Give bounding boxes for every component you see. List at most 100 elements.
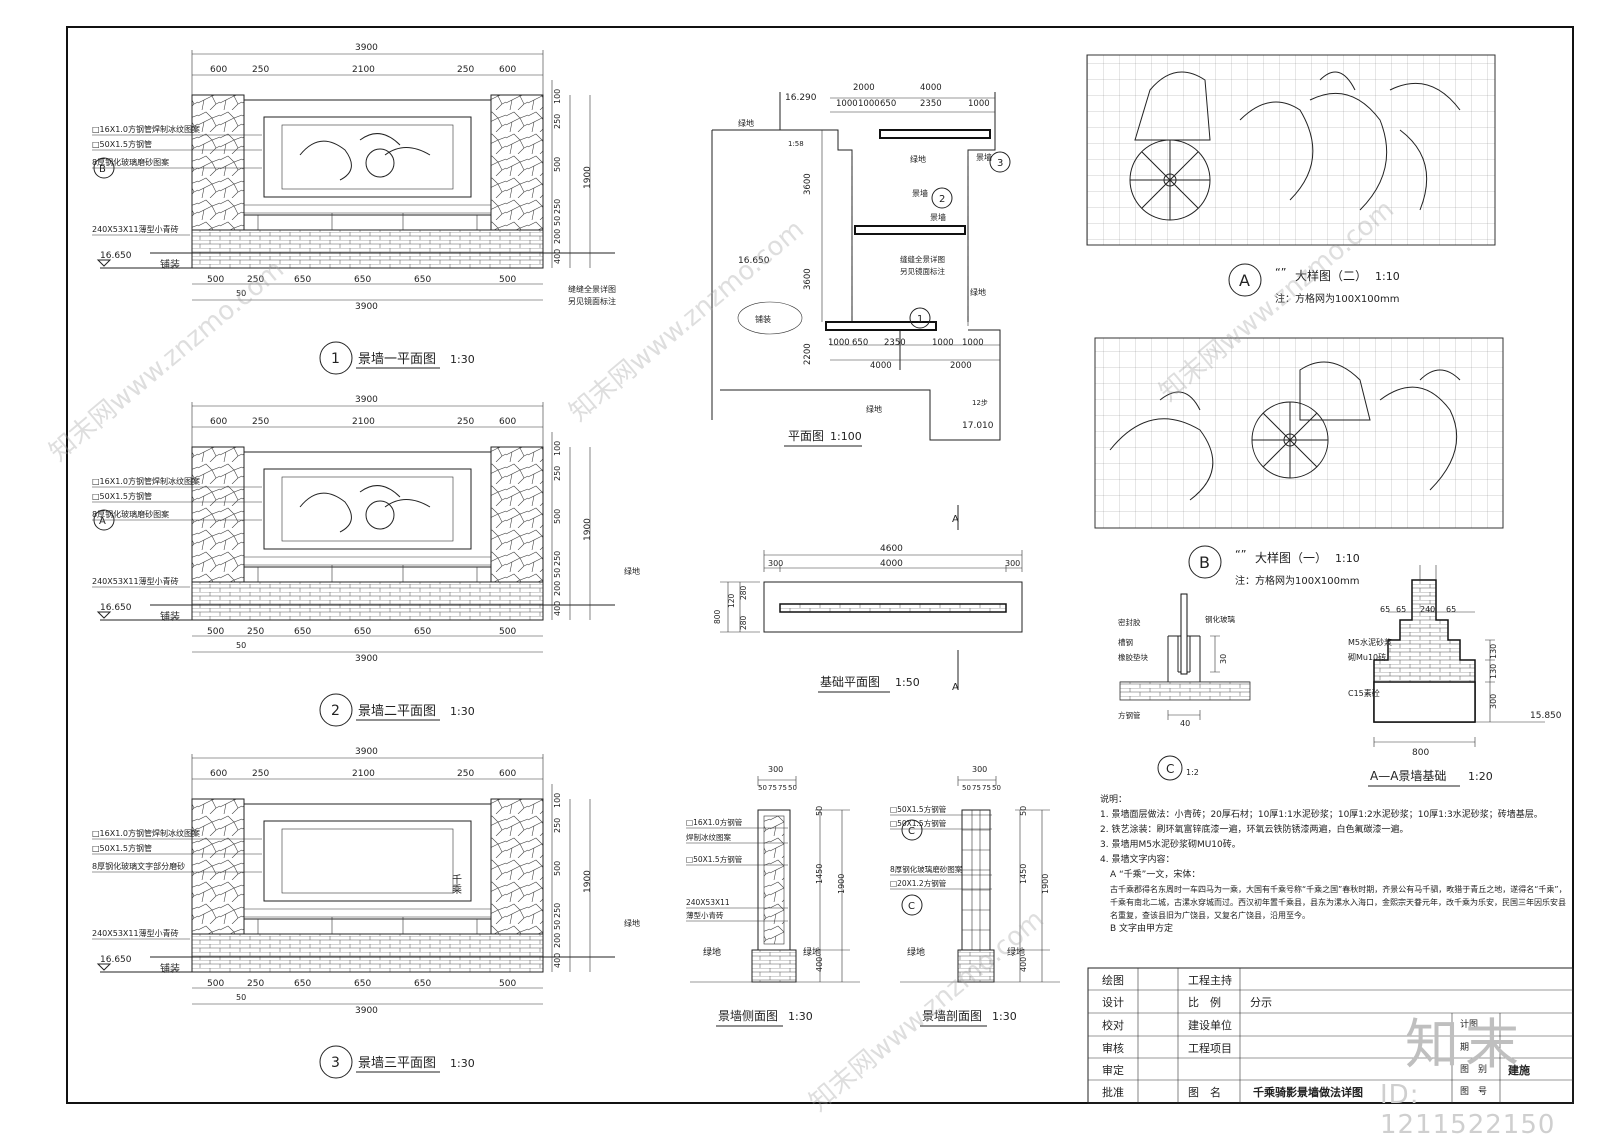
detail-c-label: 方钢管 [1118,710,1141,720]
section-view-height: 50 [1019,806,1028,816]
detail-b-grid: B“”大样图（一）1:10注：方格网为100X100mm [1094,337,1504,587]
level-triangle [96,963,112,971]
tb-row6-key: 批准 [1102,1086,1124,1099]
plan-detail-note: 缝缝全景详图 [900,254,945,264]
section-view-dim-part: 50 [962,784,971,792]
fp-dim-side: 120 [727,593,736,608]
dim-bottom-part: 500 [499,979,516,989]
fs-dim-side: 300 [1489,694,1498,709]
fs-title: A—A景墙基础 [1370,769,1446,783]
level-triangle [96,259,112,267]
plan-dim-side: 2200 [803,343,813,365]
dim-bottom-part: 500 [207,979,224,989]
fs-dim-top: 240 [1420,605,1435,614]
material-label: 8厚钢化玻璃磨砂图案 [92,157,169,167]
side-view-scale: 1:30 [788,1010,813,1023]
plan-small-dim: 1:58 [788,140,804,148]
dim-top-part: 250 [457,65,474,75]
plan-area-label: 绿地 [738,118,754,128]
right-note: 绿地 [624,918,640,928]
foundation-outline [763,581,1023,633]
ground-line [100,956,615,973]
fp-dim-side: 280 [739,585,748,600]
dim-line-bottom [192,283,543,301]
dim-top-total: 3900 [355,747,378,757]
section-view-mark-circle [901,819,923,841]
dim-bottom-part: 650 [294,275,311,285]
section-view-material-label: 8厚钢化玻璃磨砂图案 [890,864,963,874]
detail-a-scale: 1:10 [1375,270,1400,283]
dim-right-height: 100 [553,89,562,104]
side-view-ground-left: 绿地 [703,946,721,958]
section-mark [93,157,115,179]
tb-row2-key2: 比 例 [1188,996,1221,1009]
plan-dim-bottom: 1000 [962,338,984,348]
section-view-mark-letter: C [908,901,915,912]
frame-rails [244,556,491,582]
detail-c-label: 橡胶垫块 [1118,652,1148,662]
dim-top-total: 3900 [355,395,378,405]
tb-extra-4: 建施 [1508,1064,1530,1077]
frame-outer [243,99,492,216]
dim-bottom-part: 650 [294,979,311,989]
dim-top-part: 600 [210,65,227,75]
frame-rails [244,908,491,934]
dim-bottom-part: 650 [354,275,371,285]
brick-base [191,581,544,621]
section-view-ground-left: 绿地 [907,946,925,958]
dim-bottom-part: 500 [499,275,516,285]
tb-extra-5: 图 号 [1460,1087,1488,1097]
title-number: 1 [331,351,340,367]
plan-callout-number: 2 [939,194,945,205]
side-view-material-label: 薄型小青砖 [686,910,724,920]
plan-callout-circle [931,187,953,209]
section-view-dim-part: 50 [992,784,1001,792]
section-view-dim-total: 300 [972,765,987,774]
paving-label: 铺装 [160,258,180,271]
level-mark: 16.650 [100,603,132,613]
stone-pier-right [490,94,544,231]
detail-b-circle [1188,545,1222,579]
fs-dim-side: 130 [1489,644,1498,659]
fp-title: 基础平面图 [820,675,880,689]
elevation-title: 景墙一平面图 [358,352,436,367]
tb-row1-key2: 工程主持 [1188,974,1232,987]
dim-right-height: 500 [553,861,562,876]
stone-pier-right [490,798,544,935]
frame-outer [243,451,492,568]
plan-dim-top: 2000 [853,83,875,93]
fs-dim-bottom: 800 [1412,748,1429,758]
material-label: 8厚钢化玻璃磨砂图案 [92,509,169,519]
plan-dim-top: 650 [880,99,896,109]
material-label: □50X1.5方钢管 [92,491,152,501]
detail-c-label: 槽钢 [1118,637,1133,647]
section-view-dim-part: 75 [972,784,981,792]
tb-extra-2: 期 [1460,1043,1470,1053]
side-view-dim-part: 50 [788,784,797,792]
plan-callout-number: 3 [997,158,1003,169]
plan-callout-circle [909,307,931,329]
level-mark: 16.650 [100,955,132,965]
plan-callout-number: 1 [917,314,923,325]
right-note: 另见镜面标注 [568,296,616,306]
detail-a-quote: “” [1275,266,1286,279]
plan-dim-bottom: 1000 [932,338,954,348]
plan-area-label: 景墙 [930,212,946,222]
title-block: 绘图 工程主持 设计 比 例 分示 校对 建设单位 审核 工程项目 审定 批准 … [1088,968,1573,1100]
section-mark [93,509,115,531]
section-view-height: 1450 [1019,864,1028,884]
wall-bar-2 [854,225,966,235]
fp-dim-side: 280 [739,615,748,630]
dim-top-part: 2100 [352,65,375,75]
side-view-dim-part: 75 [778,784,787,792]
dim-line-bottom [192,635,543,653]
fp-dim-mid: 4000 [880,559,903,569]
dim-right-total: 1900 [583,166,593,189]
dim-bottom-part: 250 [247,979,264,989]
material-label: □16X1.0方钢管焊制冰纹图案 [92,124,200,134]
glass-panel [281,828,454,894]
tb-row6-key2: 图 名 [1188,1086,1221,1099]
plan-level-1: 16.290 [785,93,817,103]
